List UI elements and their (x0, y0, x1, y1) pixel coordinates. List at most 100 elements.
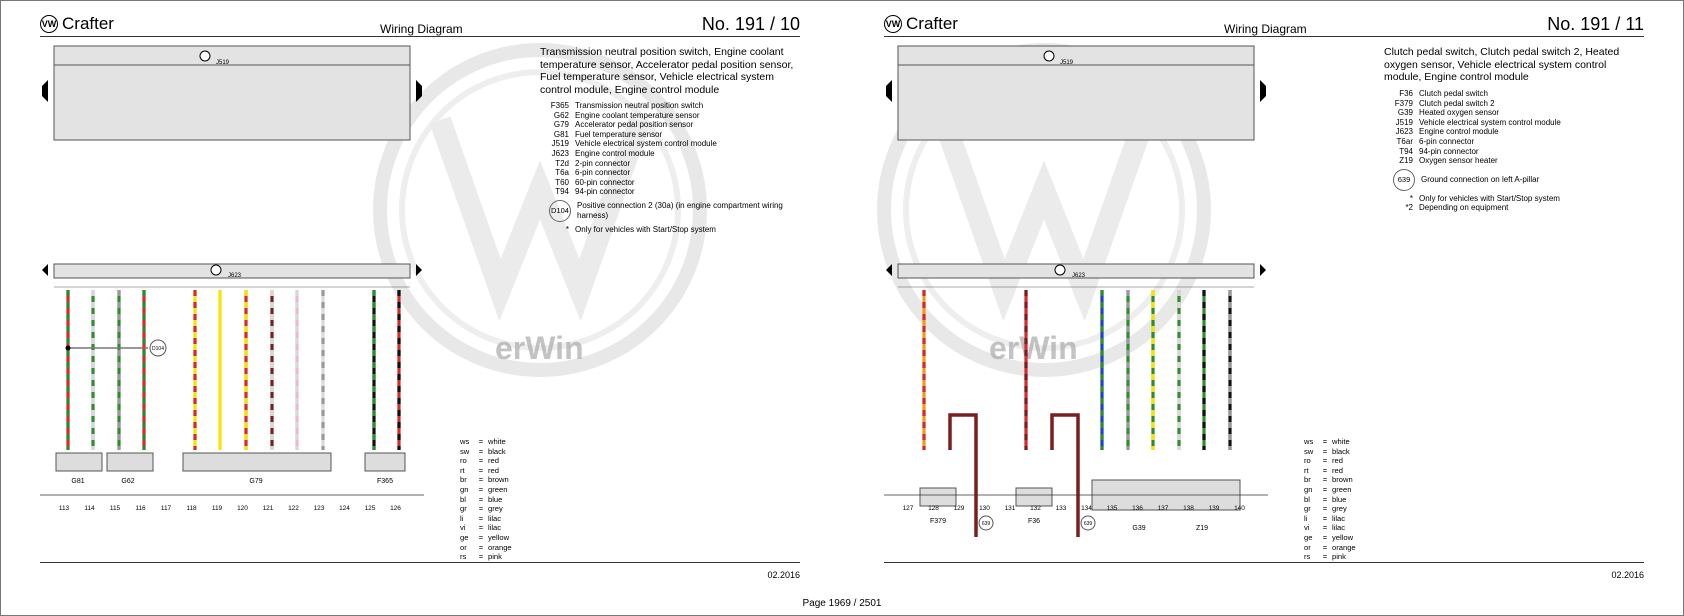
legend-code: T6a (555, 168, 569, 178)
ground-circle-icon: 639 (1393, 168, 1415, 191)
module-j623 (53, 263, 411, 279)
legend-text: 94-pin connector (1419, 146, 1479, 156)
legend-text: Engine control module (1419, 127, 1499, 137)
legend-code: T60 (555, 177, 569, 187)
vw-logo-icon: VW (40, 15, 58, 33)
module-j519 (53, 45, 411, 141)
legend-code: T94 (1399, 146, 1413, 156)
component-g79 (182, 452, 332, 472)
color-name: red (488, 465, 499, 475)
document-number: No. 191 / 10 (701, 14, 800, 34)
document-type: Wiring Diagram (380, 22, 463, 36)
component-label: G81 (71, 478, 84, 485)
grid-number: 125 (365, 505, 376, 512)
legend-code: G62 (553, 110, 569, 120)
color-name: white (1332, 437, 1350, 446)
color-name: blue (488, 494, 503, 504)
component-g81 (55, 452, 103, 472)
color-code: rs (460, 552, 467, 562)
arrow-left-icon (886, 80, 892, 102)
ground-label: 639 (982, 521, 991, 527)
sheet-header: VW Crafter Wiring Diagram No. 191 / 11 (884, 10, 1644, 37)
color-legend-row: li=lilac (1304, 514, 1356, 524)
splice-circle-icon (149, 339, 167, 357)
color-name: orange (1332, 542, 1356, 552)
color-code: li (1304, 513, 1308, 523)
legend-code: G39 (1397, 108, 1413, 118)
color-code: or (1304, 542, 1311, 552)
legend-item: T94 94-pin connector (1389, 147, 1561, 157)
grid-number: 134 (1081, 505, 1092, 512)
color-legend-row: vi=lilac (1304, 523, 1356, 533)
color-name: lilac (488, 523, 502, 533)
ground-circle-icon (1080, 515, 1096, 531)
component-f379 (919, 487, 957, 507)
legend-text: Engine coolant temperature sensor (575, 110, 700, 120)
color-legend-row: bl=blue (460, 495, 512, 505)
color-name: black (1332, 446, 1350, 456)
color-code: vi (1304, 523, 1310, 533)
legend-code: J519 (551, 139, 569, 149)
color-legend-row: or=orange (1304, 543, 1356, 553)
legend-text: Engine control module (575, 148, 655, 158)
equals-sign: = (1322, 523, 1328, 533)
brand-name: Crafter (906, 14, 958, 33)
grid-number: 121 (263, 505, 274, 512)
ground-circle-icon (978, 515, 994, 531)
legend-code: F365 (550, 101, 569, 110)
module-symbol-icon (1043, 50, 1055, 62)
component-label: G39 (1132, 525, 1145, 532)
legend-text: Heated oxygen sensor (1419, 108, 1500, 118)
color-code: gn (1304, 484, 1313, 494)
grid-number: 117 (161, 505, 172, 512)
legend-note: *Only for vehicles with Start/Stop syste… (545, 225, 807, 235)
equals-sign: = (1322, 504, 1328, 514)
legend-text: 94-pin connector (575, 187, 635, 197)
splice-label: D104 (152, 346, 164, 352)
arrow-right-icon (1260, 264, 1266, 276)
equals-sign: = (478, 532, 484, 542)
legend-code: J623 (1395, 127, 1413, 137)
color-name: pink (488, 552, 502, 562)
legend-text: Accelerator pedal position sensor (575, 120, 694, 130)
sheet-header: VW Crafter Wiring Diagram No. 191 / 10 (40, 10, 800, 37)
arrow-left-icon (886, 264, 892, 276)
module-label: J519 (216, 60, 230, 66)
equals-sign: = (478, 475, 484, 485)
note-text: Depending on equipment (1419, 203, 1509, 213)
component-g62 (106, 452, 154, 472)
color-name: brown (488, 475, 509, 485)
color-legend-row: ws=white (460, 437, 512, 447)
ground-wire (948, 413, 978, 537)
footer-divider (40, 562, 800, 563)
color-code: or (460, 542, 467, 552)
grid-number: 137 (1158, 505, 1169, 512)
legend-connection-item: D104 Positive connection 2 (30a) (in eng… (545, 199, 807, 222)
equals-sign: = (1322, 513, 1328, 523)
color-name: yellow (488, 532, 510, 542)
color-code: br (1304, 475, 1311, 485)
wiring-sheet-left: VW Crafter Wiring Diagram No. 191 / 10 e… (40, 0, 800, 590)
legend-text: Ground connection on left A-pillar (1421, 174, 1540, 184)
color-name: orange (488, 542, 512, 552)
brand: VW Crafter (40, 14, 114, 34)
color-legend-row: rs=pink (460, 552, 512, 562)
color-legend-row: rt=red (460, 466, 512, 476)
color-code: sw (460, 446, 470, 456)
color-code: gr (460, 504, 467, 514)
color-name: green (488, 484, 508, 494)
color-code: gr (1304, 504, 1311, 514)
color-legend-row: ge=yellow (460, 533, 512, 543)
equals-sign: = (478, 504, 484, 514)
color-name: black (488, 446, 506, 456)
